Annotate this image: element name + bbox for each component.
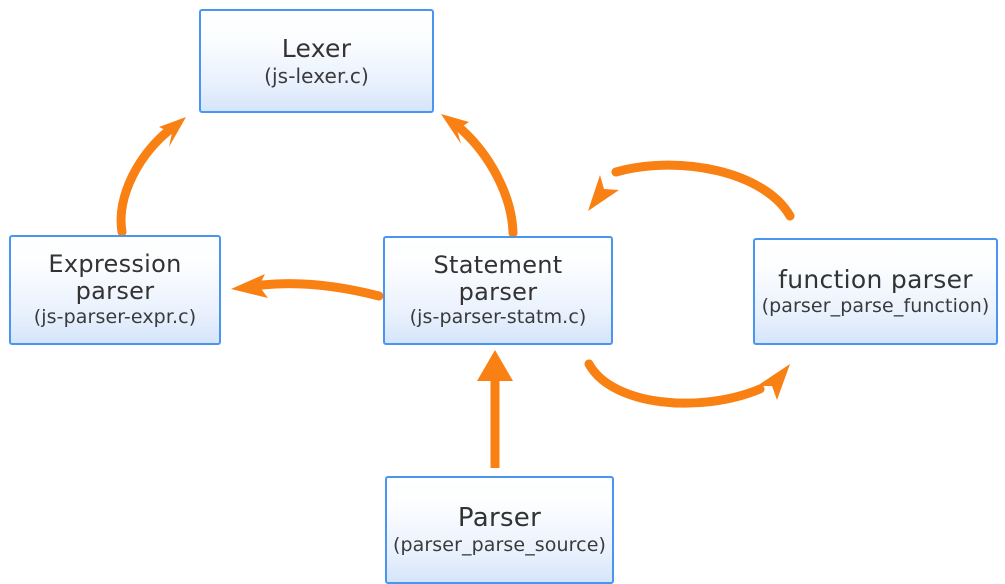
node-parser[interactable]: Parser (parser_parse_source) [385, 476, 614, 584]
node-expression-parser-subtitle: (js-parser-expr.c) [33, 305, 197, 328]
node-statement-parser-subtitle: (js-parser-statm.c) [409, 306, 587, 329]
node-function-parser-subtitle: (parser_parse_function) [761, 294, 990, 317]
edge-parser-to-statement [477, 350, 513, 468]
node-function-parser-title: function parser [778, 264, 973, 294]
node-expression-parser-title: Expression parser [48, 250, 182, 306]
edge-expression-to-lexer [116, 117, 186, 237]
node-lexer-subtitle: (js-lexer.c) [264, 63, 369, 88]
edge-statement-to-lexer [441, 114, 518, 238]
edge-function-to-statement [588, 160, 795, 221]
node-expression-parser[interactable]: Expression parser (js-parser-expr.c) [9, 235, 221, 345]
node-parser-title: Parser [457, 502, 542, 533]
node-function-parser[interactable]: function parser (parser_parse_function) [753, 238, 998, 345]
node-lexer-title: Lexer [281, 33, 352, 63]
edge-statement-to-function [584, 359, 790, 408]
node-statement-parser[interactable]: Statement parser (js-parser-statm.c) [383, 236, 613, 345]
edge-statement-to-expression [231, 274, 384, 301]
node-lexer[interactable]: Lexer (js-lexer.c) [199, 9, 434, 113]
node-statement-parser-title: Statement parser [433, 250, 563, 306]
node-parser-subtitle: (parser_parse_source) [392, 533, 607, 556]
